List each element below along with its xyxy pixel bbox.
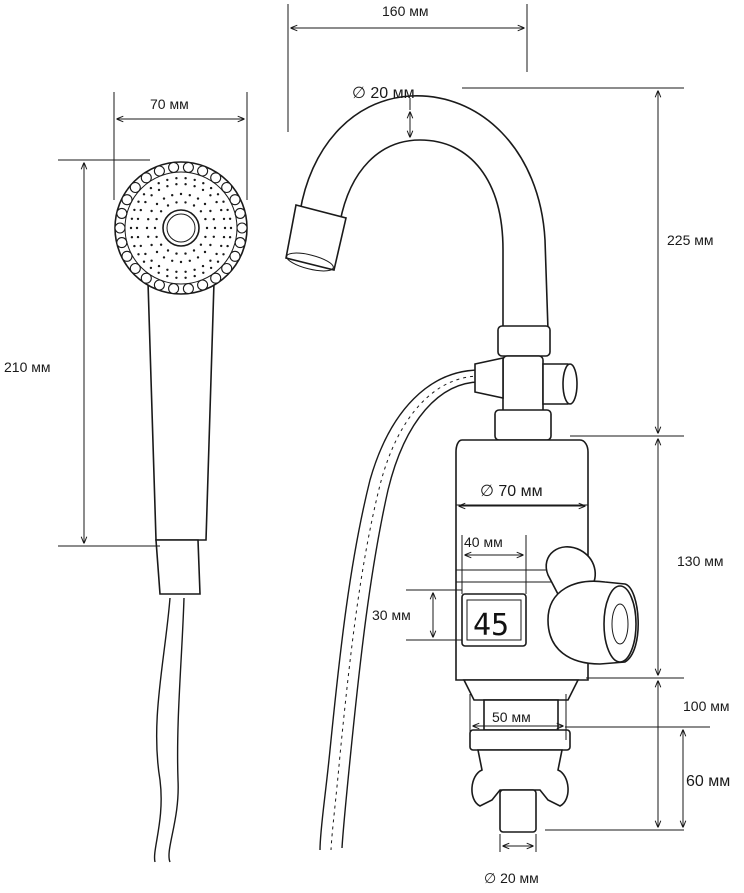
display-height-label: 30 мм xyxy=(372,607,411,623)
shower-nozzle-ring xyxy=(114,161,248,295)
shower-handle-cap xyxy=(155,539,201,595)
heater-tap: 45 xyxy=(285,95,639,851)
shower-nozzle-dots xyxy=(129,177,233,279)
spout-diameter-label: ∅ 20 мм xyxy=(352,85,415,102)
shower-handle xyxy=(147,281,215,541)
display-width-label: 40 мм xyxy=(464,534,503,550)
connector-width-label: 50 мм xyxy=(492,709,531,725)
display-temperature: 45 xyxy=(473,608,509,643)
tap-dimensions: 160 мм ∅ 20 мм 225 мм ∅ 70 мм 40 мм 30 м… xyxy=(287,3,730,886)
mounting-nut xyxy=(471,749,569,807)
body-diameter-label: ∅ 70 мм xyxy=(480,483,543,500)
shower-length-label: 210 мм xyxy=(4,359,51,375)
shower-head xyxy=(114,161,248,863)
thread-height-label: 60 мм xyxy=(686,773,730,790)
water-inlet xyxy=(499,789,537,833)
body-height-label: 130 мм xyxy=(677,553,724,569)
braided-hose xyxy=(319,369,481,851)
shower-width-label: 70 мм xyxy=(150,96,189,112)
base-height-label: 100 мм xyxy=(683,698,730,714)
shower-hose xyxy=(153,597,185,863)
inlet-diameter-label: ∅ 20 мм xyxy=(484,870,539,886)
reach-label: 160 мм xyxy=(382,3,429,19)
temperature-display xyxy=(461,593,527,647)
spout xyxy=(299,95,549,331)
shower-dimensions: 70 мм 210 мм xyxy=(4,92,248,547)
spout-height-label: 225 мм xyxy=(667,232,714,248)
